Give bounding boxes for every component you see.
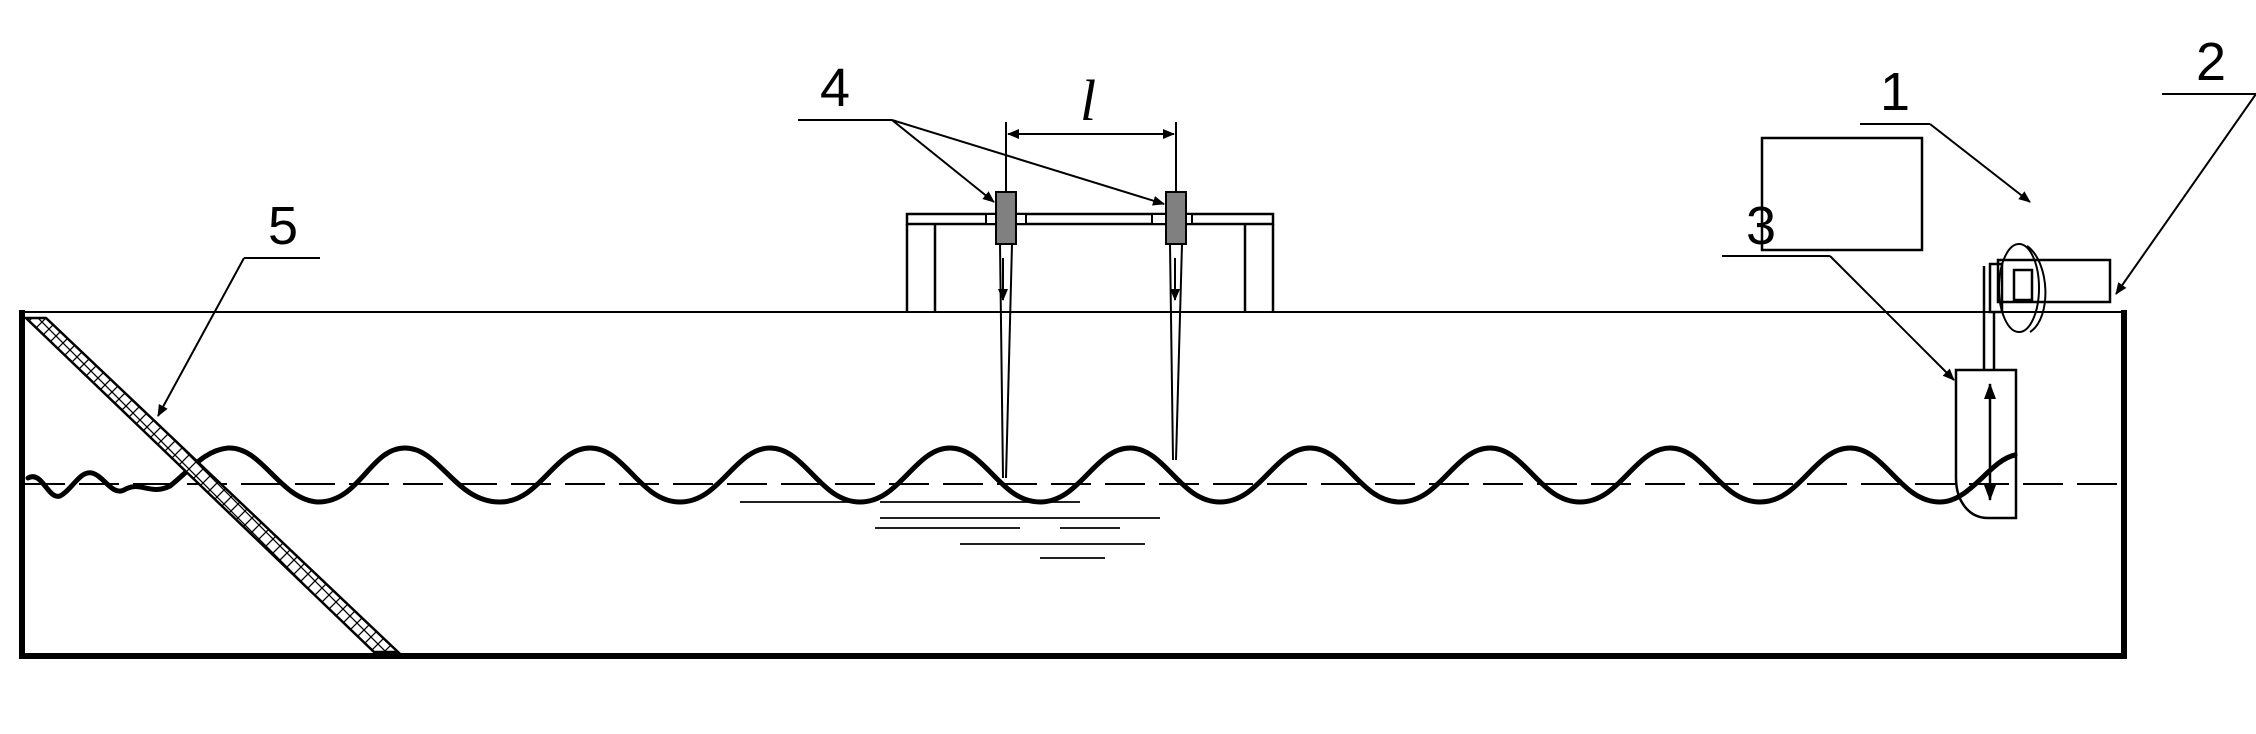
wave-probe-a [985,191,1027,479]
label-probes: 4 [820,58,850,118]
probe-frame [905,212,1275,312]
wave-absorber [22,316,402,654]
label-wavemaker: 3 [1746,196,1776,256]
label-probe-spacing: l [1080,68,1096,133]
flume-tank [19,310,2127,659]
label-motor: 1 [1880,62,1910,122]
label-crank: 2 [2196,32,2226,92]
wave-probe-b [1151,191,1193,461]
wave-profile [25,445,2018,505]
water-hatch [740,501,1160,559]
leader-lines [157,93,2256,417]
probe-spacing-dimension [1005,122,1177,192]
motor [1760,136,1924,252]
crank-mechanism [1982,243,2112,370]
label-absorber: 5 [268,196,298,256]
wave-paddle [1954,368,2018,520]
